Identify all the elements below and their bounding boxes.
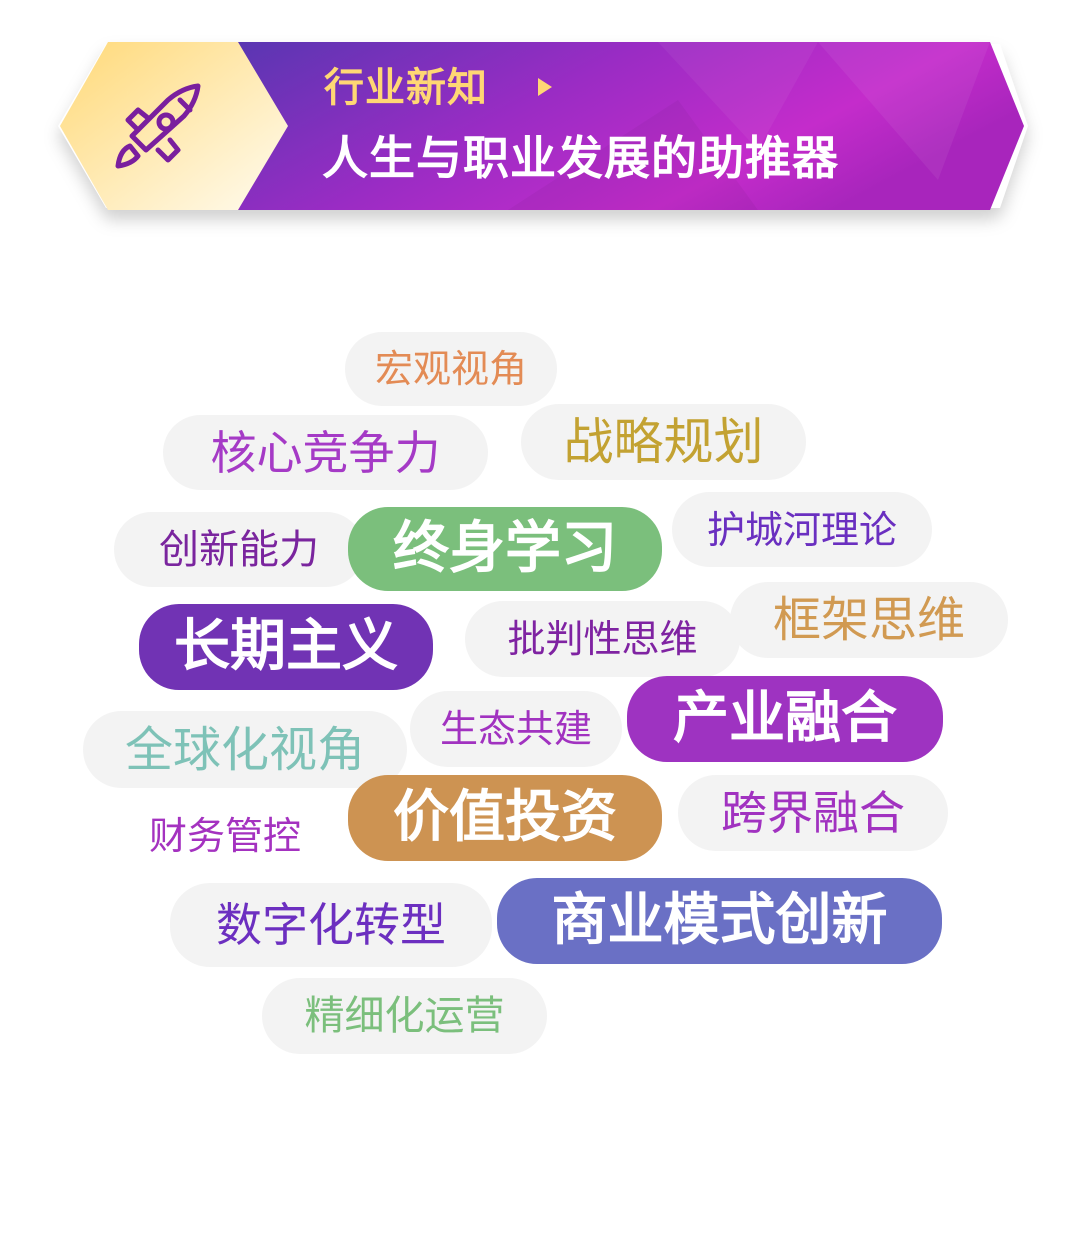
keyword-tag[interactable]: 框架思维: [730, 582, 1008, 658]
banner-background: [58, 42, 1028, 210]
keyword-tag-label: 商业模式创新: [551, 888, 888, 953]
keyword-tag[interactable]: 产业融合: [627, 676, 943, 762]
keyword-tag[interactable]: 商业模式创新: [497, 878, 942, 964]
keyword-tag-label: 核心竞争力: [210, 425, 441, 480]
keyword-tag[interactable]: 核心竞争力: [163, 415, 488, 490]
keyword-tag[interactable]: 价值投资: [348, 775, 662, 861]
keyword-tag-label: 批判性思维: [507, 617, 698, 661]
keyword-tag[interactable]: 精细化运营: [262, 978, 547, 1054]
keyword-tag[interactable]: 批判性思维: [465, 601, 740, 677]
keyword-tag-label: 精细化运营: [304, 993, 505, 1039]
keyword-tag-label: 宏观视角: [374, 347, 527, 391]
keyword-tag[interactable]: 全球化视角: [83, 711, 407, 788]
play-arrow-icon: [538, 78, 552, 96]
keyword-tag-label: 终身学习: [393, 516, 617, 581]
keyword-tag-label: 数字化转型: [216, 898, 446, 952]
keyword-tag[interactable]: 护城河理论: [672, 492, 932, 567]
keyword-tag[interactable]: 战略规划: [521, 404, 806, 480]
keyword-tag-label: 生态共建: [439, 707, 592, 751]
header-banner: 行业新知 人生与职业发展的助推器: [58, 40, 1028, 212]
keyword-tag[interactable]: 跨界融合: [678, 775, 948, 851]
keyword-tag-label: 跨界融合: [721, 786, 905, 840]
banner-title: 人生与职业发展的助推器: [322, 131, 839, 185]
keyword-tag[interactable]: 创新能力: [114, 512, 364, 587]
keyword-tag[interactable]: 生态共建: [410, 691, 622, 767]
keyword-tag-label: 创新能力: [159, 526, 319, 573]
keyword-tag[interactable]: 财务管控: [120, 798, 330, 874]
keyword-tag-label: 框架思维: [772, 592, 965, 648]
keyword-tag-label: 长期主义: [174, 614, 398, 679]
keyword-tag-label: 财务管控: [148, 814, 301, 858]
keyword-tag[interactable]: 宏观视角: [345, 332, 557, 406]
banner-kicker: 行业新知: [324, 65, 488, 111]
keyword-tag[interactable]: 长期主义: [139, 604, 433, 690]
keyword-tag-label: 战略规划: [563, 413, 764, 471]
keyword-tag-label: 产业融合: [673, 686, 897, 751]
keyword-tag-label: 护城河理论: [706, 507, 897, 552]
keyword-tag-label: 价值投资: [393, 785, 617, 850]
keyword-tag-label: 全球化视角: [124, 721, 365, 778]
keyword-tag[interactable]: 数字化转型: [170, 883, 492, 967]
rocket-icon: [115, 83, 201, 169]
keyword-tag[interactable]: 终身学习: [348, 507, 662, 591]
